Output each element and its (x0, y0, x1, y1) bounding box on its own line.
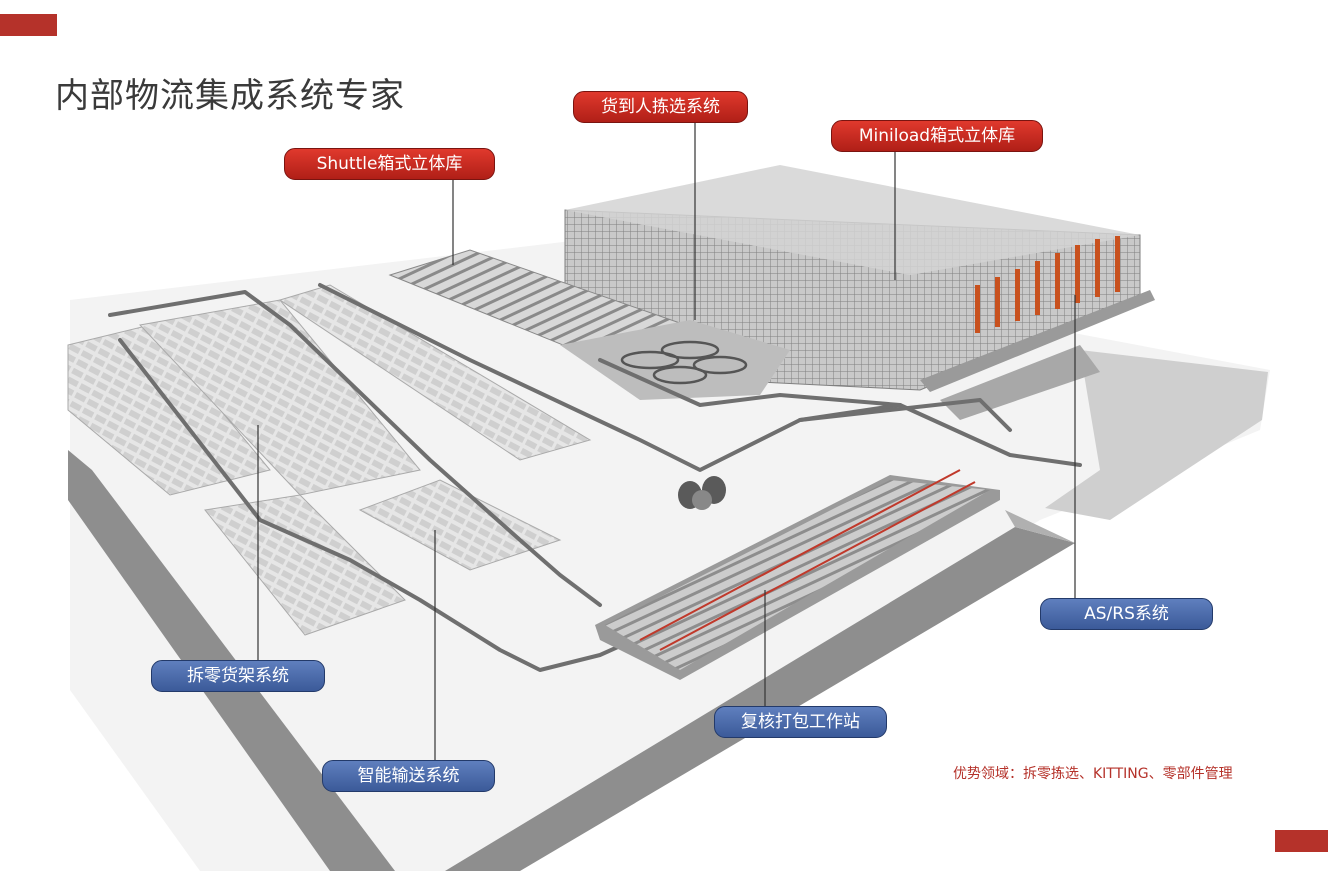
label-shuttle: Shuttle箱式立体库 (284, 148, 495, 180)
split-shelf-block-e (358, 479, 562, 571)
pack-station-red-line (639, 469, 961, 641)
miniload-rack-top (565, 165, 1140, 275)
advantage-note: 优势领域：拆零拣选、KITTING、零部件管理 (953, 766, 1233, 782)
floor-extension (1045, 350, 1268, 520)
label-asrs: AS/RS系统 (1040, 598, 1213, 630)
vertical-lifts (678, 476, 726, 510)
label-conveyor: 智能输送系统 (322, 760, 495, 792)
corner-accent-top-left (0, 14, 57, 36)
label-miniload: Miniload箱式立体库 (831, 120, 1043, 152)
pack-station-lanes (605, 480, 990, 670)
label-goods-to-person: 货到人拣选系统 (573, 91, 748, 123)
page-title: 内部物流集成系统专家 (55, 76, 405, 116)
leader-lines (257, 122, 1076, 760)
pack-station-red-line-2 (659, 481, 976, 651)
corner-accent-bottom-right (1275, 830, 1328, 852)
split-shelf-block-c (278, 284, 592, 461)
miniload-base-platform (920, 290, 1155, 392)
miniload-orange-lifts (975, 236, 1120, 333)
split-shelf-block-b (139, 299, 421, 496)
g2p-loops (620, 340, 748, 385)
label-review-pack: 复核打包工作站 (714, 706, 887, 738)
split-shelf-block-d (204, 494, 406, 636)
floor-edge-right-top (1005, 510, 1075, 543)
conveyor-lines (108, 283, 1082, 672)
split-shelf-block-a (67, 324, 271, 496)
g2p-platform (560, 320, 790, 400)
label-split-shelf: 拆零货架系统 (151, 660, 325, 692)
floor-edge-right (445, 527, 1075, 871)
